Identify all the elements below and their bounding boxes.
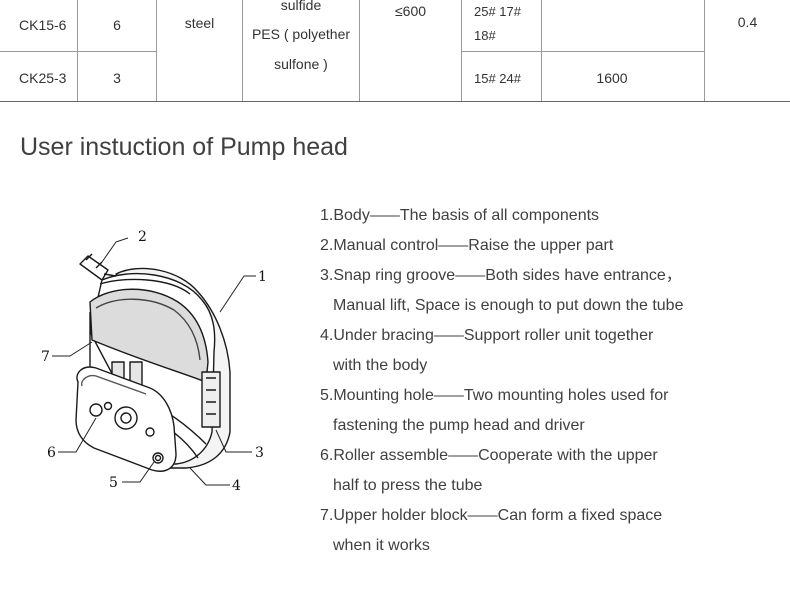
- callout-label: 1: [258, 269, 267, 285]
- callout-label: 3: [255, 445, 264, 461]
- table-cell-tube-material: sulfide: [280, 0, 322, 13]
- table-cell-value: 0.4: [737, 14, 758, 30]
- item-text: Raise the upper part: [468, 237, 614, 254]
- table-cell-model: CK25-3: [19, 70, 67, 86]
- instruction-item: 6.Roller assemble——Cooperate with the up…: [320, 441, 780, 471]
- item-dash: ——: [467, 507, 498, 524]
- table-column-divider: [77, 0, 78, 101]
- table-column-divider: [156, 0, 157, 101]
- spec-table: CK15-6 6 Stainless steel sulfide PES ( p…: [0, 0, 790, 102]
- table-column-divider: [359, 0, 360, 101]
- table-cell-rollers: 6: [113, 17, 121, 33]
- item-dash: ——: [455, 267, 485, 284]
- table-cell-speed: ≤600: [394, 3, 427, 19]
- instruction-item: 4.Under bracing——Support roller unit tog…: [320, 321, 780, 351]
- item-name: Snap ring groove: [333, 267, 456, 284]
- instruction-continuation: with the body: [333, 357, 428, 374]
- item-name: Roller assemble: [333, 447, 449, 464]
- instruction-item: 3.Snap ring groove——Both sides have entr…: [320, 261, 780, 291]
- instruction-item: 5.Mounting hole——Two mounting holes used…: [320, 381, 780, 411]
- item-text: Support roller unit together: [463, 327, 654, 344]
- item-name: Manual control: [333, 237, 439, 254]
- section-title: User instuction of Pump head: [20, 133, 348, 161]
- item-dash: ——: [433, 327, 464, 344]
- table-row-divider: [461, 51, 704, 52]
- table-cell-tube-sizes: 25# 17#: [474, 4, 521, 19]
- table-column-divider: [704, 0, 705, 101]
- instruction-continuation: when it works: [333, 537, 430, 554]
- item-text: Two mounting holes used for: [463, 387, 669, 404]
- pump-head-diagram: 1 2 3 4 5 6 7: [30, 222, 280, 502]
- instruction-continuation: Manual lift, Space is enough to put down…: [333, 297, 684, 314]
- instruction-item: 1.Body——The basis of all components: [320, 201, 780, 231]
- item-name: Upper holder block: [333, 507, 468, 524]
- callout-label: 4: [232, 478, 241, 494]
- callout-label: 7: [41, 349, 50, 365]
- item-text: The basis of all components: [399, 207, 600, 224]
- table-cell-tube-material: sulfone ): [274, 56, 328, 72]
- item-number: 3.: [320, 267, 334, 284]
- table-cell-flow: 1600: [596, 70, 628, 86]
- item-number: 1.: [320, 207, 334, 224]
- item-name: Mounting hole: [333, 387, 434, 404]
- item-number: 5.: [320, 387, 334, 404]
- item-text: Both sides have entrance，: [485, 267, 682, 284]
- instruction-item: 7.Upper holder block——Can form a fixed s…: [320, 501, 780, 531]
- item-number: 4.: [320, 327, 334, 344]
- table-cell-tube-sizes: 18#: [474, 28, 496, 43]
- item-dash: ——: [438, 237, 468, 254]
- callout-label: 6: [47, 445, 56, 461]
- item-name: Body: [333, 207, 370, 224]
- instruction-continuation: half to press the tube: [333, 477, 483, 494]
- callout-label: 5: [109, 475, 118, 491]
- table-cell-model: CK15-6: [19, 17, 67, 33]
- item-text: Can form a fixed space: [497, 507, 663, 524]
- item-number: 6.: [320, 447, 334, 464]
- item-dash: ——: [433, 387, 464, 404]
- table-cell-tube-material: PES ( polyether: [251, 26, 351, 42]
- table-cell-tube-sizes: 15# 24#: [474, 71, 521, 86]
- callout-label: 2: [138, 229, 147, 245]
- item-name: Under bracing: [333, 327, 434, 344]
- table-cell-material: steel: [184, 15, 215, 31]
- item-number: 2.: [320, 237, 334, 254]
- table-column-divider: [541, 0, 542, 101]
- item-dash: ——: [369, 207, 400, 224]
- item-dash: ——: [448, 447, 478, 464]
- item-number: 7.: [320, 507, 334, 524]
- table-column-divider: [242, 0, 243, 101]
- instruction-item: 2.Manual control——Raise the upper part: [320, 231, 780, 261]
- instruction-continuation: fastening the pump head and driver: [333, 417, 585, 434]
- instruction-list: 1.Body——The basis of all components 2.Ma…: [320, 201, 780, 561]
- pump-head-illustration: [52, 237, 256, 486]
- item-text: Cooperate with the upper: [478, 447, 658, 464]
- table-column-divider: [461, 0, 462, 101]
- table-row-divider: [0, 51, 156, 52]
- table-cell-material: Stainless: [157, 0, 242, 9]
- table-cell-rollers: 3: [113, 70, 121, 86]
